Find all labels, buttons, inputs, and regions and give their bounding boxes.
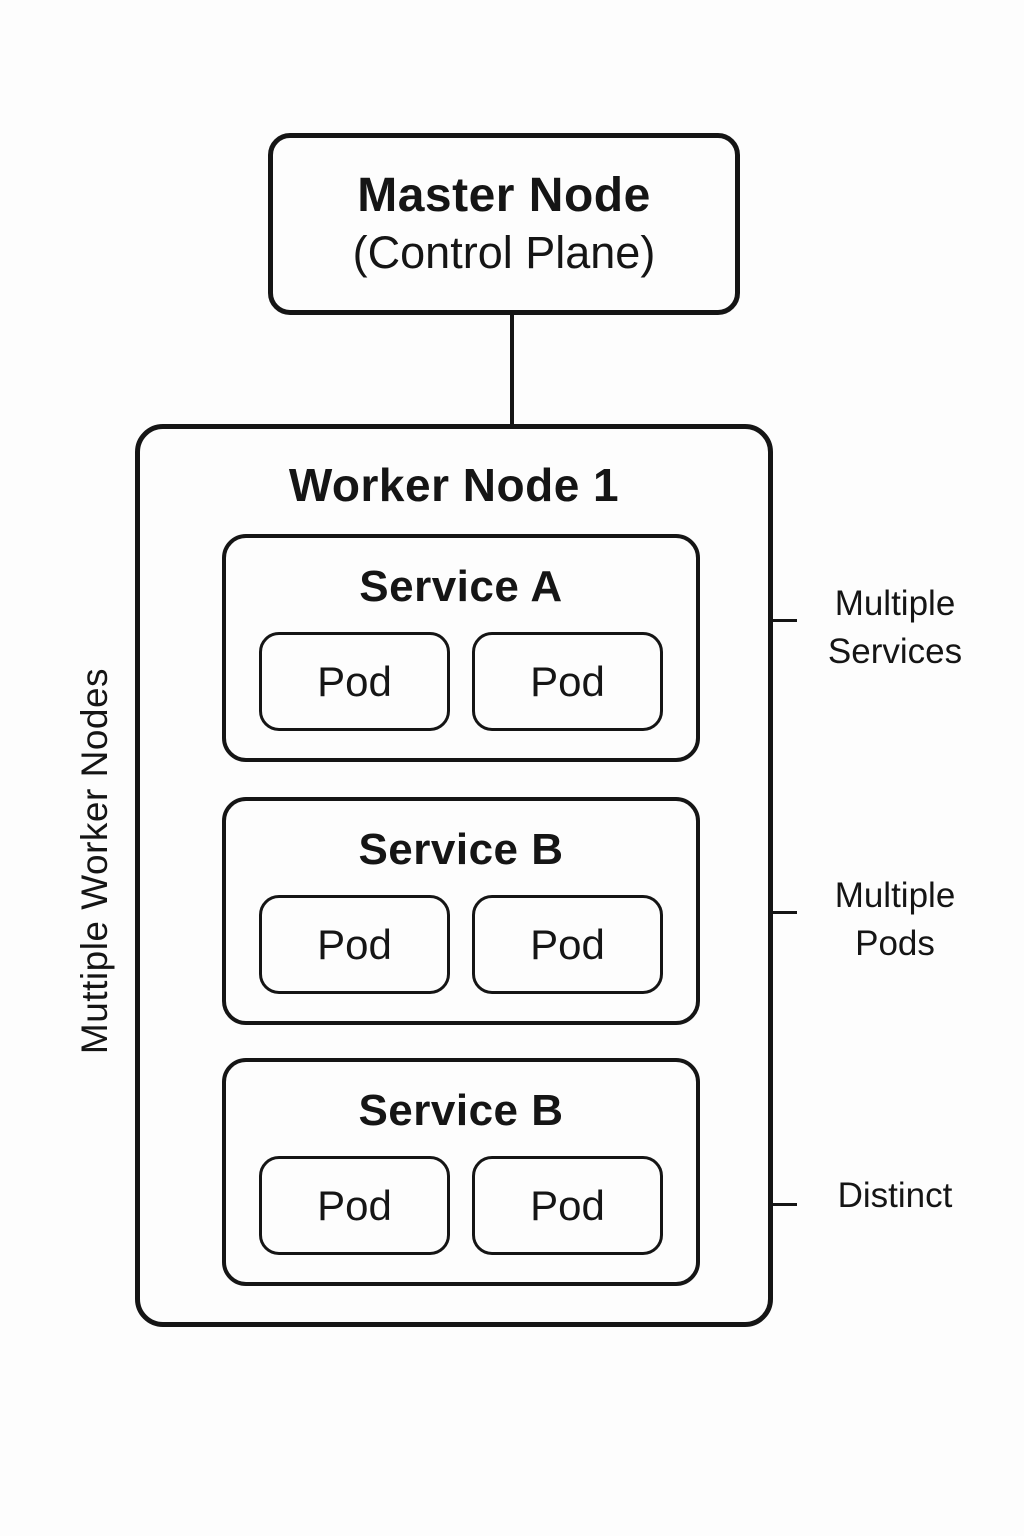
service-b-middle-title: Service B [358,825,564,874]
label-line: Distinct [837,1176,953,1215]
service-b-bottom-title: Service B [358,1086,564,1135]
service-a-box: Service A Pod Pod [222,534,700,762]
service-b-middle-box: Service B Pod Pod [222,797,700,1025]
master-node-box: Master Node (Control Plane) [268,133,740,315]
pod-label: Pod [530,920,605,968]
tick-line-distinct [770,1203,797,1206]
multiple-worker-nodes-label: Muttiple Worker Nodes [74,667,115,1055]
label-line: Multiple [834,876,956,915]
label-line: Multiple [834,584,956,623]
tick-line-multiple-services [770,619,797,622]
service-a-title: Service A [359,562,563,611]
pod-label: Pod [317,920,392,968]
pod-box: Pod [259,1156,450,1255]
pod-box: Pod [472,895,663,994]
pod-box: Pod [472,632,663,731]
pod-label: Pod [317,1181,392,1229]
label-line: Services [827,632,963,671]
pod-label: Pod [317,657,392,705]
master-node-subtitle: (Control Plane) [352,227,656,278]
service-a-pods-row: Pod Pod [226,632,696,731]
pod-box: Pod [472,1156,663,1255]
worker-node-title: Worker Node 1 [288,459,620,511]
distinct-label: Distinct [795,1172,995,1220]
service-b-middle-pods-row: Pod Pod [226,895,696,994]
service-b-bottom-box: Service B Pod Pod [222,1058,700,1286]
master-node-title: Master Node [357,169,651,222]
pod-box: Pod [259,895,450,994]
pod-box: Pod [259,632,450,731]
multiple-pods-label: Multiple Pods [795,872,995,968]
master-worker-connector-line [510,313,514,426]
tick-line-multiple-pods [770,911,797,914]
service-b-bottom-pods-row: Pod Pod [226,1156,696,1255]
multiple-services-label: Multiple Services [795,580,995,676]
pod-label: Pod [530,1181,605,1229]
pod-label: Pod [530,657,605,705]
label-line: Pods [855,924,935,963]
